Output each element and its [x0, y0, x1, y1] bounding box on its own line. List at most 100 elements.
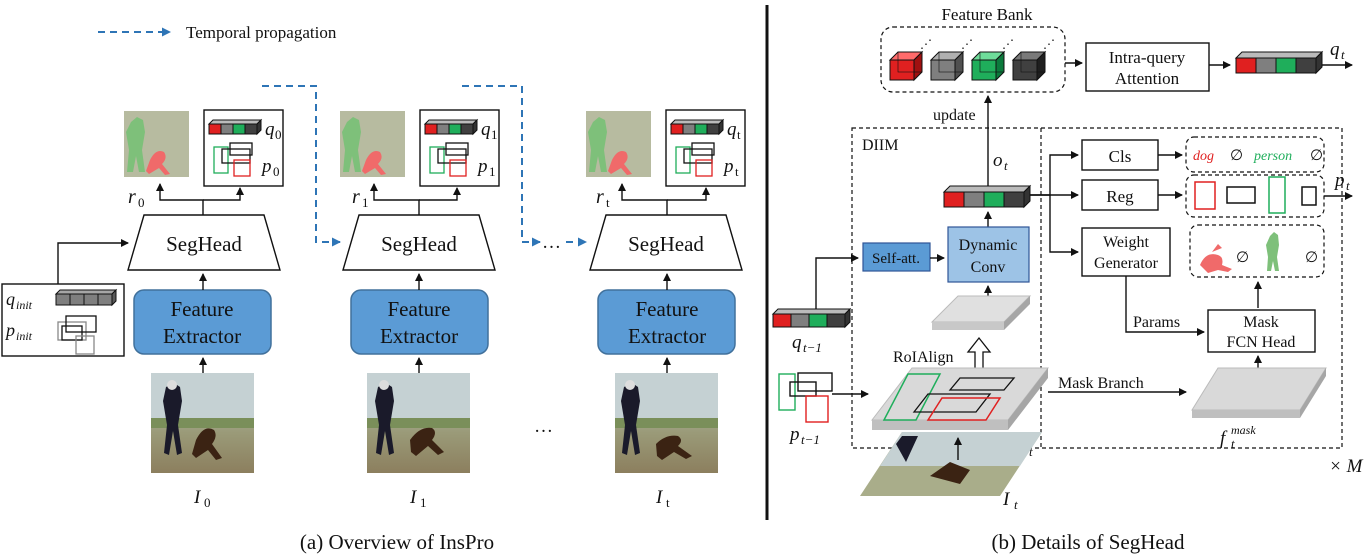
- r-sub-0: 0: [138, 195, 145, 210]
- p-sub-t: t: [735, 164, 739, 179]
- cls-label: Cls: [1109, 147, 1132, 166]
- proposal-boxes-0: [213, 142, 253, 177]
- mask-fcn-head: [1207, 309, 1316, 353]
- reg-head: [1081, 179, 1159, 211]
- feature-extractor-label2-t: Extractor: [628, 324, 706, 348]
- seghead-stage-box: [851, 127, 1343, 449]
- temporal-arrow-1-t: [462, 85, 541, 247]
- arrow-init-to-seghead: [57, 239, 129, 284]
- diim-label: DIIM: [862, 137, 898, 154]
- I-sub-0: 0: [204, 495, 211, 510]
- o-t-vector: [942, 184, 1032, 209]
- I-label-1: I: [409, 487, 418, 508]
- feature-extractor-label2-1: Extractor: [380, 324, 458, 348]
- dynamic-label2: Conv: [971, 259, 1006, 276]
- roi-feature-map: [930, 295, 1032, 330]
- I-t-label: I: [1002, 489, 1011, 510]
- p-label-1: p: [476, 156, 488, 177]
- q-init-sub: init: [16, 298, 33, 312]
- mask-feature-map: [1191, 367, 1327, 418]
- query-vector-t: [669, 118, 725, 136]
- I-t-sub: t: [1014, 497, 1018, 512]
- seghead-label-0: SegHead: [166, 232, 242, 256]
- q-sub-1: 1: [491, 127, 498, 142]
- I-label-0: I: [193, 487, 202, 508]
- class-empty-1: ∅: [1230, 148, 1243, 164]
- frame-column-t: Feature Extractor SegHead r t q t: [586, 109, 746, 510]
- class-person: person: [1253, 149, 1292, 164]
- feature-extractor-label2-0: Extractor: [163, 324, 241, 348]
- r-label-t: r: [596, 186, 604, 208]
- dynamic-conv: [947, 226, 1030, 283]
- roialign-label: RoIAlign: [893, 349, 953, 366]
- ellipsis-images: …: [534, 416, 553, 437]
- p-init-sub: init: [16, 329, 33, 343]
- o-t-label: o: [993, 150, 1003, 171]
- feature-bank-title: Feature Bank: [941, 5, 1033, 24]
- q-out-label: q: [1330, 39, 1340, 60]
- q-init-label: q: [6, 289, 15, 309]
- mask-head-label2: FCN Head: [1227, 334, 1296, 351]
- times-m-label: × M: [1329, 456, 1364, 477]
- I-sub-1: 1: [420, 495, 427, 510]
- input-image-0: [151, 373, 254, 473]
- svg-text:⋰: ⋰: [920, 37, 932, 51]
- person-mask: [1266, 232, 1279, 271]
- f-t-feature-map: [870, 367, 1050, 430]
- cls-head: [1081, 139, 1159, 171]
- box-black-1: [1226, 186, 1256, 204]
- p-label-t: p: [722, 156, 734, 177]
- r-label-0: r: [128, 186, 136, 208]
- q-out-sub: t: [1341, 47, 1345, 62]
- q-sub-0: 0: [275, 127, 282, 142]
- init-query-box: q init p init: [1, 239, 129, 357]
- query-output-vector: [1234, 50, 1324, 75]
- intra-query-label2: Attention: [1115, 69, 1180, 88]
- mask-output-1: [340, 111, 405, 177]
- weight-label2: Generator: [1094, 255, 1159, 272]
- mask-branch-label: Mask Branch: [1058, 375, 1144, 392]
- cls-output-box: [1185, 136, 1325, 173]
- frame-column-0: Feature Extractor SegHead r 0 q 0: [124, 109, 284, 510]
- o-t-sub: t: [1004, 158, 1008, 173]
- feature-bank-box: [880, 26, 1066, 93]
- p-init-label: p: [4, 320, 15, 340]
- feature-extractor-label-1: Feature: [388, 297, 451, 321]
- dog-mask: [1200, 244, 1232, 273]
- r-label-1: r: [352, 186, 360, 208]
- mask-empty-2: ∅: [1305, 250, 1318, 266]
- q-label-t: q: [727, 119, 737, 140]
- feature-extractor-label-0: Feature: [171, 297, 234, 321]
- class-dog: dog: [1193, 149, 1214, 164]
- mask-output-box: [1189, 224, 1325, 278]
- q-sub-t: t: [737, 127, 741, 142]
- reg-label: Reg: [1106, 187, 1134, 206]
- dynamic-label1: Dynamic: [959, 237, 1018, 254]
- caption-left: (a) Overview of InsPro: [300, 530, 494, 554]
- seghead-0: [127, 214, 281, 271]
- temporal-arrow-0-1: [262, 85, 341, 247]
- legend-temporal-label: Temporal propagation: [186, 23, 337, 42]
- box-black-2: [1301, 186, 1317, 206]
- p-sub-1: 1: [489, 164, 496, 179]
- query-vector-init: [54, 288, 118, 307]
- q-prev-vector: [771, 307, 852, 329]
- p-prev-label: p: [788, 424, 800, 445]
- mask-head-label1: Mask: [1243, 314, 1279, 331]
- mask-output-0: [124, 111, 189, 177]
- mask-empty-1: ∅: [1236, 250, 1249, 266]
- q-prev-sub: t−1: [803, 340, 822, 355]
- feature-extractor-label-t: Feature: [636, 297, 699, 321]
- r-sub-1: 1: [362, 195, 369, 210]
- seghead-t: [589, 214, 743, 271]
- ellipsis-mid: …: [542, 232, 561, 253]
- I-label-t: I: [655, 487, 664, 508]
- frame-column-1: Feature Extractor SegHead r 1 q 1: [340, 109, 500, 510]
- caption-right: (b) Details of SegHead: [991, 530, 1185, 554]
- class-empty-2: ∅: [1310, 148, 1323, 164]
- update-label: update: [933, 107, 976, 124]
- intra-query-attention: [1085, 42, 1210, 92]
- r-sub-t: t: [606, 195, 610, 210]
- weight-label1: Weight: [1103, 234, 1149, 251]
